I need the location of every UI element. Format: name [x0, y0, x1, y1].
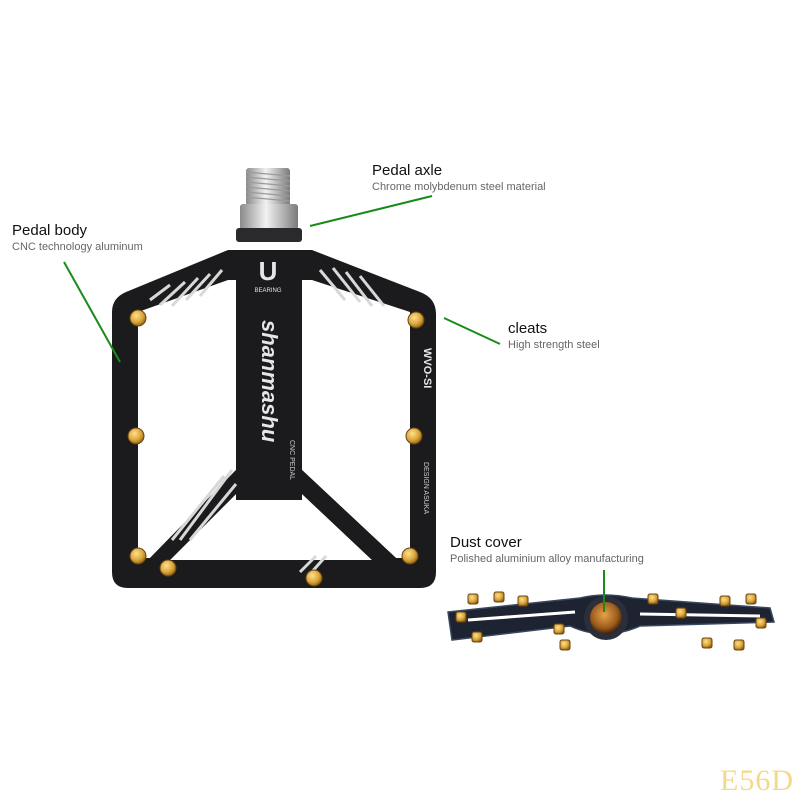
side-cleat-pins: [455, 591, 767, 651]
body-subtitle: CNC technology aluminum: [12, 241, 143, 253]
pedal-side-view: [447, 591, 775, 651]
cleats-subtitle: High strength steel: [508, 339, 600, 351]
cleats-title: cleats: [508, 320, 548, 337]
dust-cover: [590, 602, 622, 634]
body-annotation: Pedal body CNC technology aluminum: [12, 222, 143, 254]
stripe-decoration: [149, 267, 386, 575]
axle-subtitle: Chrome molybdenum steel material: [372, 181, 546, 193]
pedal-axle: [236, 168, 302, 242]
dust-cover-subtitle: Polished aluminium alloy manufacturing: [450, 553, 644, 565]
body-leader-line: [63, 261, 121, 363]
cleats-leader-line: [443, 317, 501, 345]
design-label: DESIGN ASUKA: [422, 462, 429, 514]
body-title: Pedal body: [12, 222, 88, 239]
leader-lines: [63, 195, 605, 612]
bearing-label: BEARING: [254, 288, 281, 294]
brand-label: shanmashu: [257, 320, 282, 443]
pedal-top-view: U BEARING shanmashu CNC PEDAL WVO-SI DES…: [112, 168, 436, 588]
axle-leader-line: [309, 195, 433, 227]
model-label: WVO-SI: [421, 348, 433, 388]
dust-cover-annotation: Dust cover Polished aluminium alloy manu…: [450, 534, 644, 566]
watermark: E56D: [720, 764, 794, 797]
cnc-label: CNC PEDAL: [288, 440, 295, 480]
axle-title: Pedal axle: [372, 162, 443, 179]
axle-annotation: Pedal axle Chrome molybdenum steel mater…: [372, 162, 546, 194]
logo-mark: U: [259, 256, 278, 286]
dust-cover-title: Dust cover: [450, 534, 522, 551]
cleat-pins: [127, 309, 425, 587]
cleats-annotation: cleats High strength steel: [508, 320, 600, 352]
